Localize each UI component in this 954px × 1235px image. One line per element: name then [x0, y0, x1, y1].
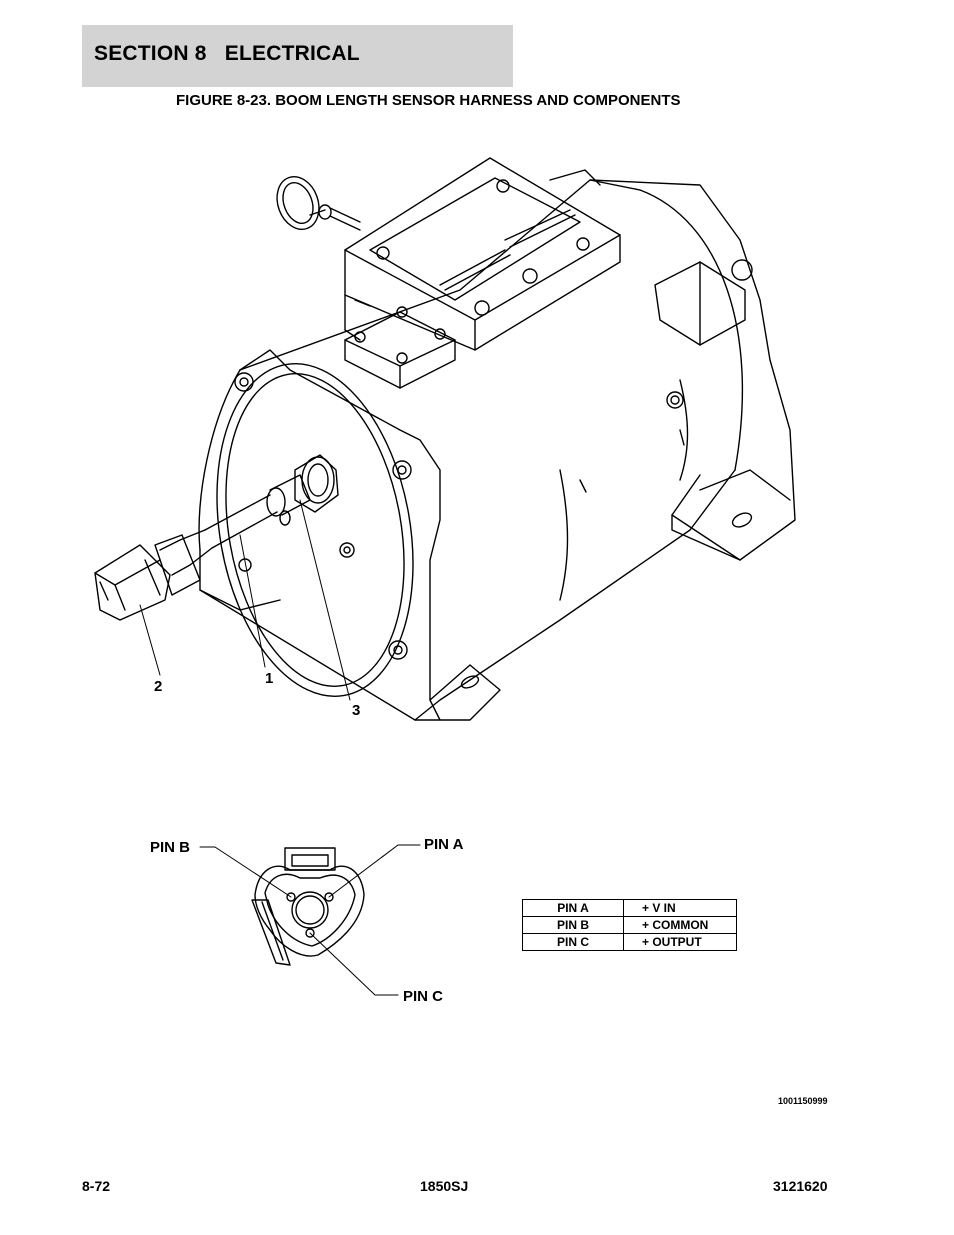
footer-model: 1850SJ	[420, 1178, 469, 1194]
table-row: PIN C + OUTPUT	[522, 933, 737, 951]
callout-2: 2	[154, 678, 163, 695]
pin-cell: PIN C	[522, 933, 624, 951]
rear-housing	[549, 169, 796, 561]
top-cover	[344, 157, 621, 351]
callout-3: 3	[352, 702, 361, 719]
connector-face-view	[199, 844, 421, 996]
pin-b-label: PIN B	[150, 839, 191, 856]
function-cell: + OUTPUT	[623, 933, 737, 951]
plug-connector	[94, 529, 213, 621]
pin-a-label: PIN A	[424, 836, 464, 853]
leader-lines	[139, 499, 351, 701]
figure-title: FIGURE 8-23. BOOM LENGTH SENSOR HARNESS …	[176, 92, 681, 109]
table-row: PIN A + V IN	[522, 899, 737, 917]
terminal-block	[344, 306, 456, 389]
pull-ring	[276, 176, 361, 231]
section-title: SECTION 8 ELECTRICAL	[94, 42, 360, 65]
function-cell: + V IN	[623, 899, 737, 917]
drawing-number: 1001150999	[778, 1096, 828, 1106]
table-row: PIN B + COMMON	[522, 916, 737, 934]
front-flange	[198, 349, 501, 721]
pin-cell: PIN A	[522, 899, 624, 917]
section-header-band	[82, 25, 513, 87]
function-cell: + COMMON	[623, 916, 737, 934]
pin-assignment-table: PIN A + V IN PIN B + COMMON PIN C + OUTP…	[522, 899, 737, 951]
callout-1: 1	[265, 670, 274, 687]
footer-manual-number: 3121620	[773, 1178, 828, 1194]
cable-gland	[204, 454, 339, 549]
footer-page-number: 8-72	[82, 1178, 111, 1194]
pin-c-label: PIN C	[403, 988, 444, 1005]
pin-cell: PIN B	[522, 916, 624, 934]
main-body	[239, 179, 744, 721]
